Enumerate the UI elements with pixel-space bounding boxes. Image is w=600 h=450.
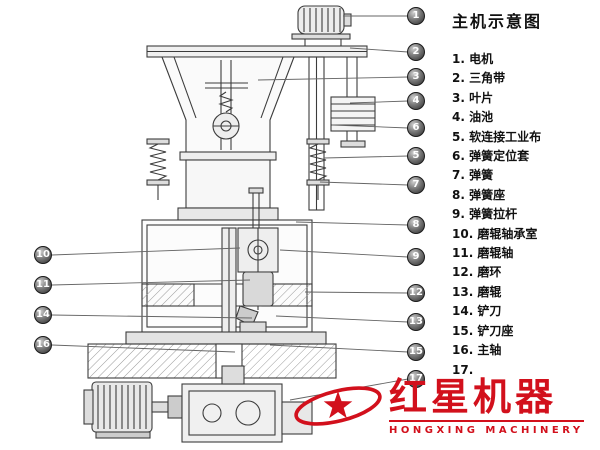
legend-item-1: 1. 电机 (452, 52, 494, 66)
callout-14: 14 (34, 306, 52, 324)
foundation (87, 331, 337, 379)
left-spring-unit (146, 138, 170, 200)
legend-item-9: 9. 弹簧拉杆 (452, 207, 518, 222)
callout-15: 15 (407, 343, 425, 361)
callout-10: 10 (34, 246, 52, 264)
legend-item-13: 13. 磨辊 (452, 284, 502, 299)
callout-2: 2 (407, 43, 425, 61)
legend-item-17: 17. (452, 362, 474, 377)
callout-12: 12 (407, 284, 425, 302)
legend-panel: 主机示意图 1. 电机 2. 三角带 3. 叶片 4. 油池 5. 软连接工业布… (452, 8, 598, 380)
legend-item-4: 4. 油池 (452, 110, 494, 125)
callout-7: 7 (407, 176, 425, 194)
analyzer-blades (205, 60, 248, 150)
legend-item-7: 7. 弹簧 (452, 168, 494, 183)
legend-item-14: 14. 铲刀 (452, 304, 502, 319)
legend-item-16: 16. 主轴 (452, 343, 502, 358)
legend-item-15: 15. 铲刀座 (452, 323, 514, 338)
legend-item-5: 5. 软连接工业布 (452, 129, 542, 144)
watermark: 红星机器 HONGXING MACHINERY (293, 364, 600, 450)
watermark-text: 红星机器 HONGXING MACHINERY (389, 375, 584, 436)
legend-item-12: 12. 磨环 (452, 265, 502, 280)
legend-item-8: 8. 弹簧座 (452, 187, 506, 202)
callout-8: 8 (407, 216, 425, 234)
gearbox (151, 365, 313, 443)
callout-16: 16 (34, 336, 52, 354)
right-spring-unit (306, 138, 330, 200)
callout-17: 17 (407, 370, 425, 388)
legend-item-11: 11. 磨辊轴 (452, 246, 514, 261)
callout-6: 6 (407, 119, 425, 137)
legend-item-6: 6. 弹簧定位套 (452, 149, 530, 164)
brand-name-cn: 红星机器 (389, 375, 558, 420)
callout-1: 1 (407, 7, 425, 25)
callout-5: 5 (407, 147, 425, 165)
callout-9: 9 (407, 248, 425, 266)
right-duct (308, 56, 325, 211)
classifier-cone (161, 56, 295, 161)
callout-13: 13 (407, 313, 425, 331)
callout-11: 11 (34, 276, 52, 294)
legend-title: 主机示意图 (452, 12, 543, 31)
legend-item-3: 3. 叶片 (452, 90, 494, 105)
brand-name-en: HONGXING MACHINERY (389, 424, 584, 436)
top-motor (291, 5, 352, 46)
brand-divider (389, 419, 584, 422)
legend-item-2: 2. 三角带 (452, 71, 506, 86)
leader-lines (51, 15, 409, 401)
roller-bearing-chamber (237, 227, 279, 310)
callout-3: 3 (407, 68, 425, 86)
top-plate (146, 45, 368, 58)
star-ellipse-logo (294, 386, 382, 426)
grinding-roller (242, 271, 274, 307)
shovel-assembly (235, 305, 267, 333)
callout-4: 4 (407, 92, 425, 110)
legend-item-10: 10. 磨辊轴承室 (452, 226, 538, 241)
drive-motor (83, 381, 153, 439)
